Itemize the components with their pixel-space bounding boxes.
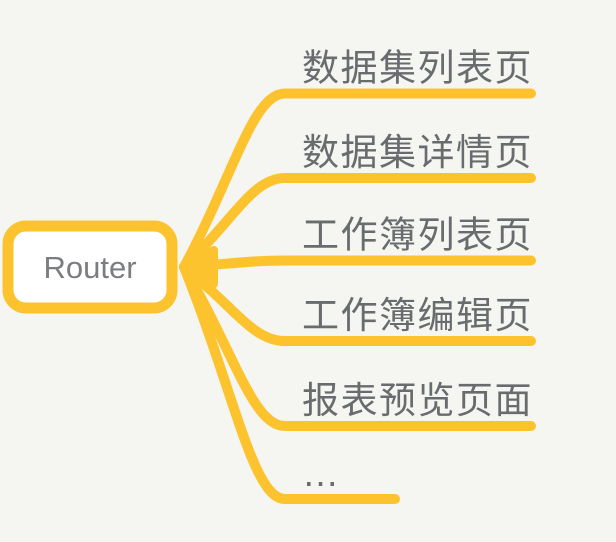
branch-topic-6[interactable]: … [302,453,341,494]
root-node[interactable]: Router [2,220,178,314]
fan-arrowhead-icon [180,246,218,288]
branch-connector-1 [179,88,536,272]
branch-connector-5 [179,262,536,431]
branch-topic-1[interactable]: 数据集列表页 [302,48,533,89]
branch-connector-3 [179,255,536,272]
root-node-box[interactable] [2,220,178,314]
branch-topic-2[interactable]: 数据集详情页 [302,132,533,173]
root-node-label: Router [43,250,136,285]
branch-topic-5[interactable]: 报表预览页面 [302,380,533,421]
branch-topic-3[interactable]: 工作簿列表页 [302,215,533,256]
branch-connector-2 [179,173,536,272]
branch-connector-4 [179,262,536,346]
branch-topic-4[interactable]: 工作簿编辑页 [302,295,533,336]
branch-connector-6 [179,262,400,504]
